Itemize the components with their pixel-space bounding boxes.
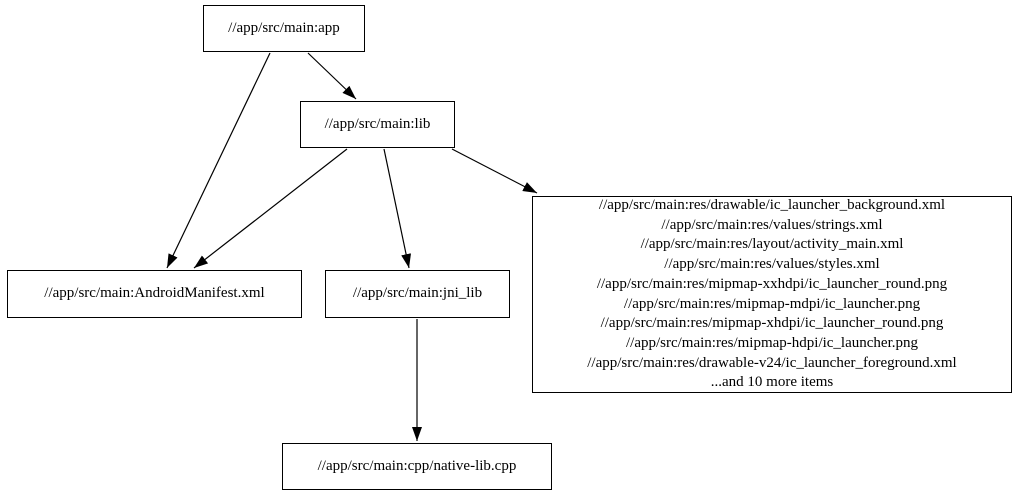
res-group-line: //app/src/main:res/mipmap-xxhdpi/ic_laun… (596, 275, 948, 292)
graph-node-lib-label: //app/src/main:lib (324, 115, 431, 132)
edge-app-to-lib (307, 52, 357, 100)
graph-node-android-manifest-label: //app/src/main:AndroidManifest.xml (44, 285, 265, 302)
edge-lib-to-manifest (193, 148, 348, 269)
graph-node-app: //app/src/main:app (203, 5, 365, 52)
graph-node-app-label: //app/src/main:app (228, 19, 340, 36)
graph-node-native-lib-cpp: //app/src/main:cpp/native-lib.cpp (282, 443, 552, 490)
graph-node-jni-lib-label: //app/src/main:jni_lib (352, 285, 483, 302)
graph-node-jni-lib: //app/src/main:jni_lib (325, 270, 510, 318)
res-group-line: //app/src/main:res/mipmap-mdpi/ic_launch… (623, 295, 921, 312)
graph-node-native-lib-cpp-label: //app/src/main:cpp/native-lib.cpp (317, 457, 517, 474)
res-group-line: //app/src/main:res/values/strings.xml (661, 216, 883, 233)
res-group-line: //app/src/main:res/mipmap-hdpi/ic_launch… (625, 334, 918, 351)
res-group-line: //app/src/main:res/drawable/ic_launcher_… (598, 196, 946, 213)
graph-node-lib: //app/src/main:lib (300, 101, 455, 148)
res-group-line: //app/src/main:res/values/styles.xml (664, 256, 880, 273)
res-group-line: //app/src/main:res/drawable-v24/ic_launc… (587, 354, 957, 371)
edge-lib-to-res_group (451, 148, 538, 194)
res-group-line: //app/src/main:res/layout/activity_main.… (640, 236, 904, 253)
edge-app-to-manifest (166, 52, 271, 269)
graph-node-android-manifest: //app/src/main:AndroidManifest.xml (7, 270, 302, 318)
res-group-line: //app/src/main:res/mipmap-xhdpi/ic_launc… (600, 315, 944, 332)
edge-lib-to-jni_lib (383, 148, 412, 269)
graph-node-res-group: //app/src/main:res/drawable/ic_launcher_… (532, 196, 1012, 393)
res-group-more-items: ...and 10 more items (710, 374, 834, 391)
